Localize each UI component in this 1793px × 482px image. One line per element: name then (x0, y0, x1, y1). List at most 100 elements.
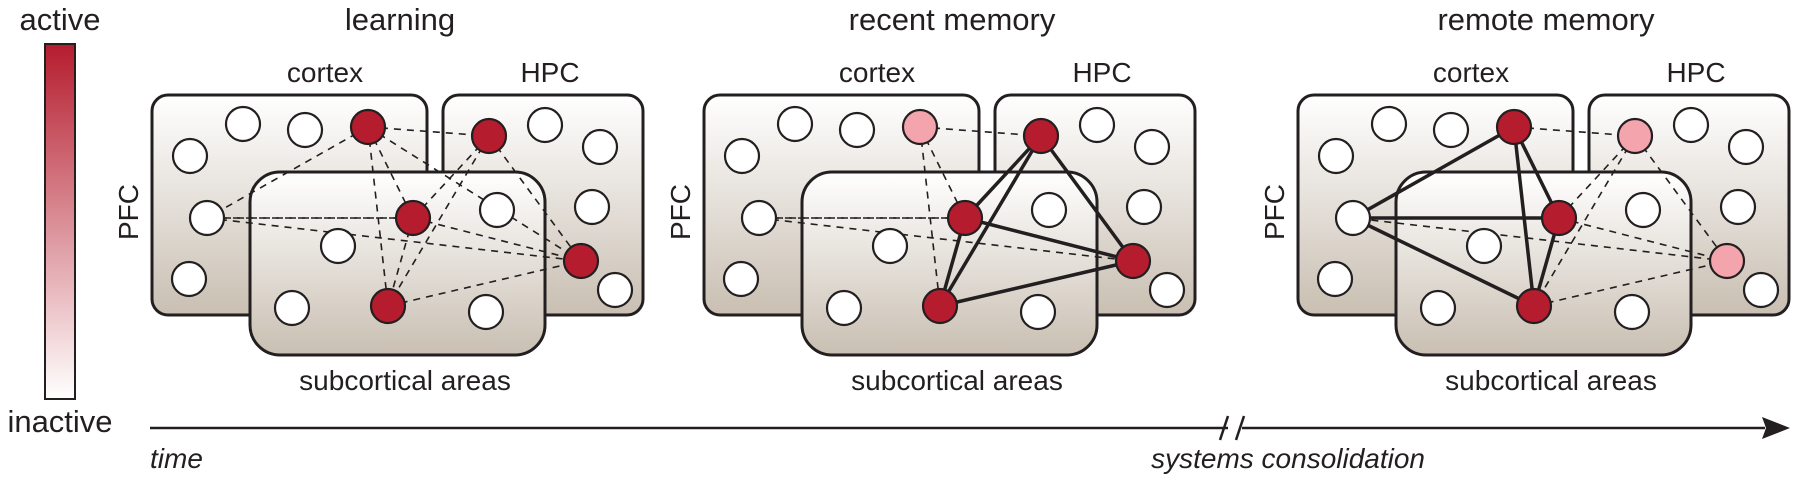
neuron-inactive (722, 260, 760, 298)
legend-inactive-label: inactive (7, 404, 112, 439)
neuron-inactive (1432, 111, 1470, 149)
weak-connection (367, 126, 582, 262)
neuron-weak (1708, 242, 1746, 280)
neuron-inactive (188, 199, 226, 237)
weak-connection (387, 135, 490, 307)
neuron-active (1495, 108, 1533, 146)
cortex-label: cortex (287, 57, 363, 88)
weak-connection (1533, 135, 1636, 307)
neuron-active (946, 199, 984, 237)
panel-title: learning (345, 2, 455, 37)
weak-connection (758, 217, 1134, 262)
neuron-inactive (1672, 106, 1710, 144)
strong-connection (963, 134, 1043, 220)
weak-connection (367, 126, 389, 307)
neuron-inactive (871, 227, 909, 265)
axis-break-mark-right (1234, 415, 1246, 441)
strong-connection (964, 216, 1134, 263)
strong-connection (1352, 216, 1535, 308)
timeline: time systems consolidation (150, 415, 1790, 474)
neuron-inactive (224, 105, 262, 143)
weak-connection (412, 135, 490, 219)
neuron-inactive (171, 137, 209, 175)
neuron-inactive (478, 191, 516, 229)
panel-1: recent memory cortex HPC subcortical areas P… (665, 2, 1197, 396)
strong-connection (1039, 134, 1135, 263)
legend-colorbar (44, 43, 76, 400)
neuron-inactive (1624, 191, 1662, 229)
panel-2: remote memory cortex HPC subcortical areas P… (1259, 2, 1791, 396)
neuron-active (1114, 242, 1152, 280)
subcortical-label: subcortical areas (299, 365, 511, 396)
panel-title: recent memory (849, 2, 1056, 37)
weak-connection (206, 126, 369, 219)
weak-connection (412, 217, 582, 262)
hpc-label: HPC (1666, 57, 1725, 88)
strong-connection (939, 259, 1134, 308)
pfc-label: PFC (113, 184, 144, 240)
subcortical-label: subcortical areas (1445, 365, 1657, 396)
neuron-inactive (1727, 128, 1765, 166)
neuron-inactive (1317, 137, 1355, 175)
neuron-inactive (1133, 128, 1171, 166)
subcortical-label: subcortical areas (851, 365, 1063, 396)
weak-connection (919, 126, 941, 307)
neuron-inactive (1613, 293, 1651, 331)
weak-connection (206, 217, 582, 262)
neuron-inactive (1316, 260, 1354, 298)
weak-connection (1558, 217, 1728, 262)
neuron-inactive (1030, 191, 1068, 229)
panel-title: remote memory (1437, 2, 1655, 37)
neuron-active (1022, 117, 1060, 155)
legend-active-label: active (20, 2, 101, 37)
neuron-inactive (596, 271, 634, 309)
neuron-inactive (467, 293, 505, 331)
weak-connection (1558, 135, 1636, 219)
neuron-inactive (776, 105, 814, 143)
neuron-active (349, 108, 387, 146)
neuron-inactive (723, 137, 761, 175)
neuron-inactive (1334, 199, 1372, 237)
neuron-inactive (740, 199, 778, 237)
timeline-arrowhead-icon (1762, 417, 1790, 439)
neuron-active (921, 287, 959, 325)
cortex-label: cortex (839, 57, 915, 88)
neuron-inactive (1125, 188, 1163, 226)
cortex-label: cortex (1433, 57, 1509, 88)
timeline-end-label: systems consolidation (1151, 443, 1425, 474)
neuron-inactive (573, 188, 611, 226)
neuron-inactive (286, 111, 324, 149)
neuron-inactive (526, 106, 564, 144)
neuron-inactive (1719, 188, 1757, 226)
strong-connection (1352, 125, 1515, 220)
neuron-inactive (581, 128, 619, 166)
neuron-inactive (273, 289, 311, 327)
neuron-active (562, 242, 600, 280)
pfc-label: PFC (1259, 184, 1290, 240)
neuron-inactive (1078, 106, 1116, 144)
neuron-inactive (1019, 293, 1057, 331)
neuron-inactive (825, 289, 863, 327)
neuron-active (394, 199, 432, 237)
timeline-start-label: time (150, 443, 203, 474)
neuron-active (1515, 287, 1553, 325)
neuron-inactive (1742, 271, 1780, 309)
pfc-label: PFC (665, 184, 696, 240)
neuron-active (369, 287, 407, 325)
neuron-active (470, 117, 508, 155)
neuron-inactive (170, 260, 208, 298)
neuron-inactive (1148, 271, 1186, 309)
neuron-weak (1616, 117, 1654, 155)
axis-break-mark-left (1218, 415, 1230, 441)
neuron-weak (901, 108, 939, 146)
neuron-inactive (1419, 289, 1457, 327)
hpc-label: HPC (1072, 57, 1131, 88)
neuron-inactive (1370, 105, 1408, 143)
neuron-inactive (838, 111, 876, 149)
neuron-active (1540, 199, 1578, 237)
weak-connection (1352, 217, 1728, 262)
strong-connection (938, 135, 1043, 307)
